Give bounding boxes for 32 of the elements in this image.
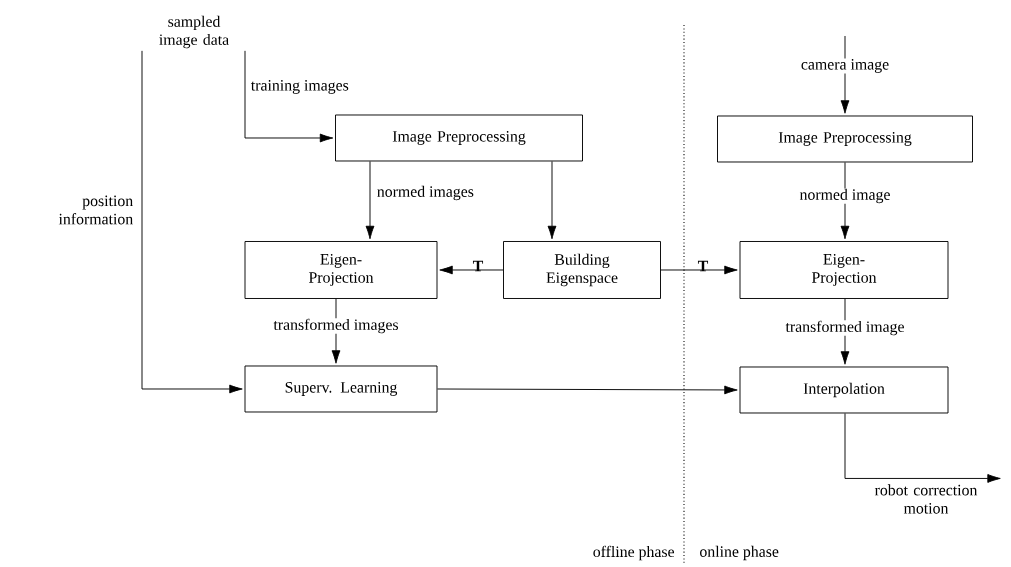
arrow xyxy=(840,35,850,114)
edge-label: position information xyxy=(58,195,133,225)
process-box: Eigen- Projection xyxy=(739,241,949,299)
edge-label: T xyxy=(472,260,484,272)
output-text: robot correction motion xyxy=(874,484,978,514)
arrow xyxy=(141,50,243,394)
arrow xyxy=(439,265,504,275)
process-box: Eigen- Projection xyxy=(244,241,438,299)
edge-label: normed image xyxy=(798,188,892,204)
edge-label: transformed image xyxy=(784,320,906,336)
edge-label: transformed images xyxy=(272,318,400,334)
arrow xyxy=(660,265,738,275)
process-box: Image Preprocessing xyxy=(717,115,973,163)
process-box: Interpolation xyxy=(739,366,949,414)
arrow xyxy=(365,161,375,240)
arrow xyxy=(547,161,557,240)
arrow xyxy=(840,162,850,240)
source-text: sampled image data xyxy=(159,15,229,49)
arrow xyxy=(844,413,1001,483)
phase-label: offline phase xyxy=(593,545,675,561)
edge-label: camera image xyxy=(800,58,890,74)
arrow xyxy=(244,50,334,143)
edge-label: training images xyxy=(250,80,349,94)
arrow xyxy=(331,298,341,364)
phase-label: online phase xyxy=(700,545,779,561)
process-box: Image Preprocessing xyxy=(335,114,583,162)
edge-label: normed images xyxy=(377,185,474,201)
arrow xyxy=(840,298,850,365)
process-box: Building Eigenspace xyxy=(503,241,661,299)
edge-label: T xyxy=(697,260,709,272)
process-box: Superv. Learning xyxy=(244,365,438,413)
arrow xyxy=(437,385,738,395)
